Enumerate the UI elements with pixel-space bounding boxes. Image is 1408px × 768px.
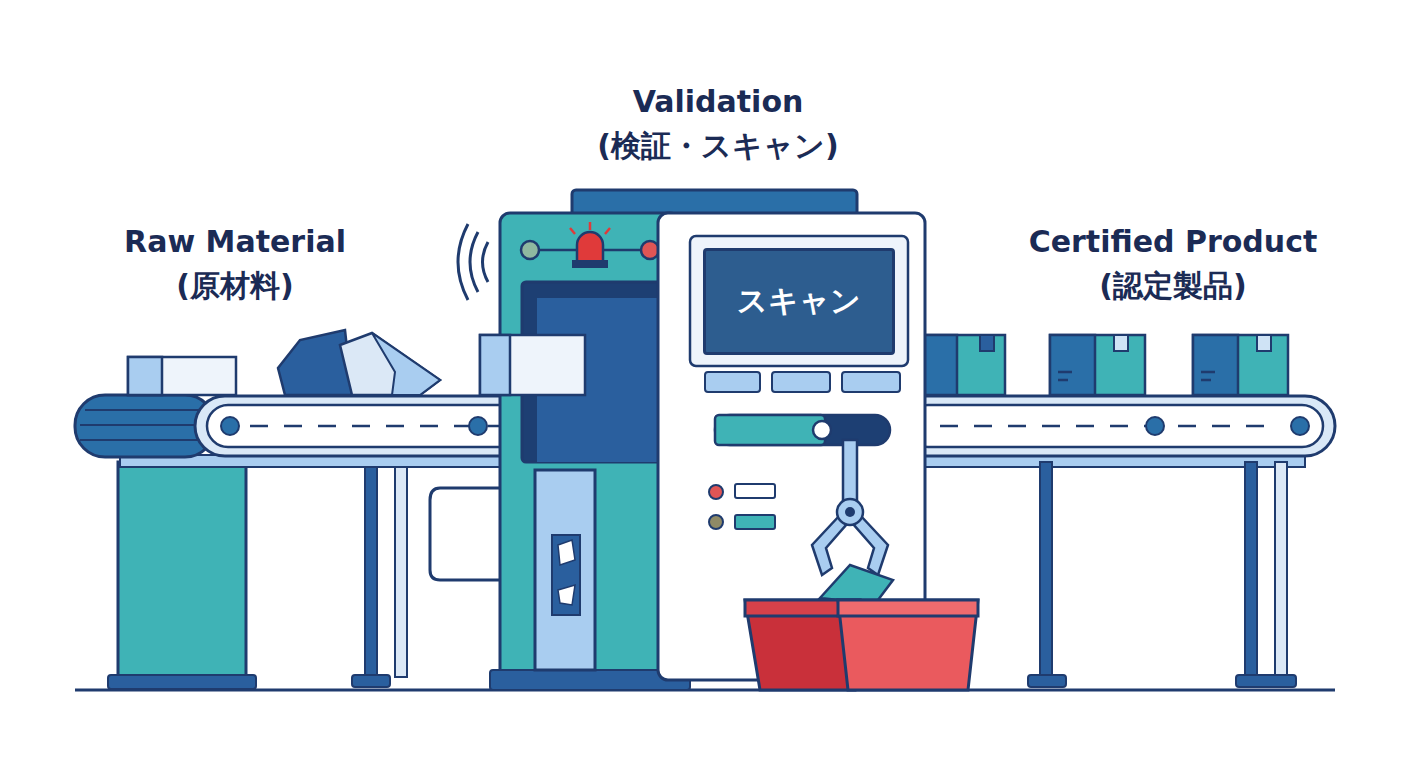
alarm-ray <box>589 222 592 230</box>
signal-wave <box>470 232 478 292</box>
section-label: (検証・スキャン) <box>597 128 838 164</box>
belt-wheel <box>469 417 487 435</box>
status-slot <box>735 515 775 529</box>
item-in-scanner-side <box>480 335 510 395</box>
box-body <box>1050 335 1145 395</box>
certified-box <box>915 335 1005 395</box>
box-mark <box>1201 371 1215 374</box>
box-tape <box>1114 335 1128 351</box>
robot-claw <box>812 515 846 575</box>
conveyor-belt <box>895 396 1335 456</box>
roller-stripe <box>85 409 200 411</box>
box-mark <box>1201 379 1211 382</box>
section-label: Validation <box>633 84 804 120</box>
conveyor-leg-block <box>118 462 246 680</box>
item-in-scanner <box>480 335 585 395</box>
section-label: Certified Product <box>1029 224 1318 260</box>
indicator-light <box>641 241 659 259</box>
alarm-lamp-base <box>572 260 608 268</box>
box-body <box>915 335 1005 395</box>
box-mark <box>1058 371 1072 374</box>
certified-box <box>1193 335 1288 395</box>
raw-chunk-facet <box>372 333 440 395</box>
conveyor-belt-inner <box>907 405 1323 447</box>
alarm-ray <box>570 228 575 234</box>
panel-button <box>842 372 900 392</box>
screen-bezel <box>690 236 908 366</box>
conveyor-foot <box>1236 675 1296 687</box>
raw-chunk <box>340 333 440 395</box>
raw-chunk <box>278 330 352 395</box>
scanner-screen: スキャン <box>703 248 895 355</box>
alarm-ray <box>605 228 610 234</box>
status-slot <box>735 484 775 498</box>
section-label: Raw Material <box>124 224 346 260</box>
panel-slot-fill <box>715 415 825 445</box>
roller-stripe <box>80 439 200 441</box>
box-body <box>1193 335 1288 395</box>
column-window <box>552 535 580 615</box>
signal-wave <box>483 242 489 282</box>
robot-joint-pin <box>845 507 855 517</box>
status-led <box>709 485 723 499</box>
conveyor-post <box>1275 462 1287 677</box>
belt-wheel <box>1291 417 1309 435</box>
box-side <box>1193 335 1238 395</box>
ground-line <box>75 689 1335 692</box>
box-side <box>1050 335 1095 395</box>
status-led <box>709 515 723 529</box>
conveyor-foot <box>1028 675 1066 687</box>
conveyor-post <box>395 462 407 677</box>
indicator-light <box>521 241 539 259</box>
screen-text: スキャン <box>737 281 861 322</box>
conveyor-post <box>1040 462 1052 677</box>
robot-claw <box>854 515 888 575</box>
signal-wave <box>458 224 468 300</box>
belt-dashes <box>940 425 1280 428</box>
belt-wheel <box>1146 417 1164 435</box>
robot-joint <box>837 499 863 525</box>
machine-body <box>500 213 680 680</box>
panel-slot <box>715 415 890 445</box>
roller-stripe <box>80 424 200 426</box>
conveyor-post <box>1245 462 1257 677</box>
raw-block <box>128 357 236 395</box>
panel-button <box>772 372 830 392</box>
conveyor-foot <box>108 675 256 689</box>
reject-bin <box>838 600 978 690</box>
column-part <box>558 585 575 605</box>
box-tape <box>980 335 994 351</box>
panel-button <box>705 372 760 392</box>
machine-column <box>535 470 595 670</box>
box-mark <box>1058 379 1068 382</box>
reject-bin-rim <box>838 600 978 616</box>
panel-knob <box>813 421 831 439</box>
column-part <box>558 540 575 565</box>
robot-arm <box>843 440 857 505</box>
section-label: (原材料) <box>176 268 293 304</box>
raw-block-side <box>128 357 162 395</box>
rejected-item <box>820 565 893 604</box>
conveyor-post <box>365 462 377 677</box>
section-label: (認定製品) <box>1099 268 1246 304</box>
certified-box <box>1050 335 1145 395</box>
belt-wheel <box>221 417 239 435</box>
alarm-lamp <box>577 232 603 262</box>
machine-cable <box>430 488 500 580</box>
conveyor-foot <box>352 675 390 687</box>
box-tape <box>1257 335 1271 351</box>
